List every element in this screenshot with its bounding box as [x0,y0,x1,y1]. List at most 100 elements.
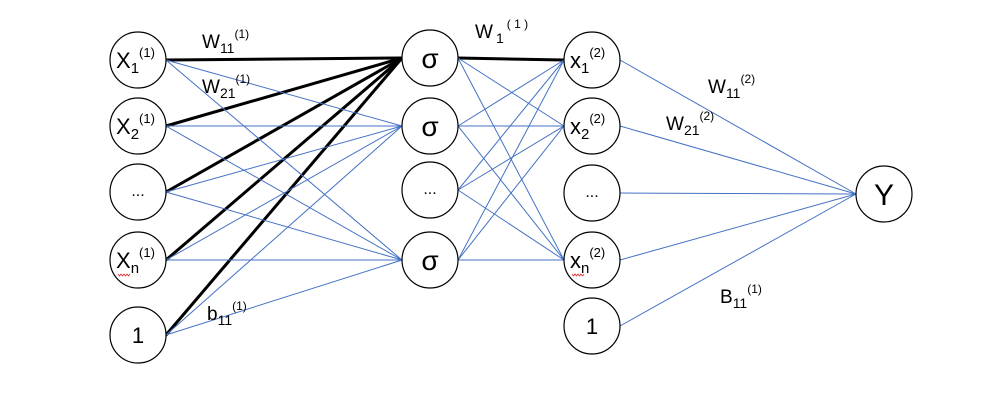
weight-label-superscript: (1) [747,282,762,296]
node-label-base: x [570,248,581,273]
weight-label-subscript: 21 [684,122,700,138]
node-circle [563,297,621,355]
node-label-subscript: n [581,260,589,277]
node-label-superscript: (2) [589,111,605,126]
weight-label-subscript: 11 [733,295,748,311]
node-circle [109,306,167,364]
edge-s4-to-y [619,193,857,261]
node-label-base: σ [421,245,438,276]
weight-label-base: W [708,77,726,98]
node-label: ... [585,184,598,201]
node-label-superscript: (2) [589,245,605,260]
node-circle [563,97,621,155]
node-second-4: xn(2) [563,231,621,289]
edge-h1-to-s1 [456,56,566,62]
nodes-layer: X1(1)X2(1)...Xn(1)1σσ...σx1(2)x2(2)...xn… [109,29,913,364]
node-label-subscript: 1 [581,60,589,77]
node-label: ... [131,183,144,200]
node-second-5: 1 [563,297,621,355]
node-label: Y [874,179,894,212]
weight-label-w11_1: W11(1) [202,27,249,56]
weight-label-w21_1: W21(1) [202,72,250,101]
edge-in1-to-h4 [165,59,403,261]
node-input-1: X1(1) [109,31,167,89]
weight-label-subscript: 21 [220,85,236,101]
node-label-base: σ [421,111,438,142]
weight-label-superscript: (1) [234,27,249,41]
edge-s1-to-y [619,59,857,195]
node-label-base: ... [131,183,144,200]
weight-label-subscript: 11 [218,312,233,328]
node-circle [563,164,621,222]
node-label-subscript: 2 [581,126,589,143]
spellcheck-underline [117,273,131,277]
node-label: σ [421,111,438,142]
node-label-base: ... [585,184,598,201]
edge-in3-to-h4 [165,191,403,261]
edges-layer [164,56,857,337]
weight-label-subscript: 1 [496,30,504,46]
weight-label-superscript: ( 1 ) [507,17,528,31]
edge-in2-to-h1 [164,56,404,128]
node-label-base: Y [874,179,894,212]
weight-label-base: W [202,32,220,53]
node-hidden-1: σ [401,29,459,87]
node-circle [401,161,459,219]
node-label-superscript: (1) [139,111,155,126]
node-label-base: x [570,48,581,73]
node-hidden-2: σ [401,97,459,155]
node-label: 1 [586,314,598,339]
node-label-base: 1 [586,314,598,339]
weight-label-superscript: (2) [700,109,715,123]
edge-in5-to-h2 [165,125,403,336]
node-label: x1(2) [570,45,605,77]
edge-h4-to-s1 [457,59,565,261]
node-input-3: ... [109,163,167,221]
node-circle [109,163,167,221]
edge-s3-to-y [619,192,857,195]
node-circle [401,231,459,289]
weight-label-base: B [720,287,733,308]
weight-label-superscript: (1) [236,72,251,86]
node-label-base: X [116,48,131,73]
node-hidden-3: ... [401,161,459,219]
node-input-5: 1 [109,306,167,364]
edge-in5-to-h1 [164,56,404,337]
edge-h4-to-s2 [457,125,565,261]
node-label: X2(1) [116,111,155,143]
edge-s2-to-y [619,125,857,195]
edge-s5-to-y [619,193,857,327]
weight-label-subscript: 11 [220,40,235,56]
weight-label-superscript: (2) [740,72,755,86]
weight-label-subscript: 11 [726,85,741,101]
node-label-subscript: 2 [131,126,139,143]
weight-label-w21_2: W21(2) [666,109,714,138]
node-label-base: X [116,248,131,273]
spellcheck-underline [571,273,585,277]
node-second-1: x1(2) [563,31,621,89]
weight-label-w11_2: W11(2) [708,72,755,101]
edge-h3-to-s4 [457,189,565,261]
edge-in1-to-h2 [165,59,403,127]
node-second-3: ... [563,164,621,222]
edge-h2-to-s1 [457,59,565,127]
node-label: x2(2) [570,111,605,143]
node-label-superscript: (1) [139,245,155,260]
node-label: X1(1) [116,45,155,77]
node-output-1: Y [855,165,913,223]
node-label: σ [421,43,438,74]
weight-label-b11_1: b11(1) [207,299,247,328]
node-label-superscript: (2) [589,45,605,60]
weight-label-superscript: (1) [232,299,247,313]
edge-in4-to-h2 [165,125,403,261]
node-label: xn(2) [570,245,605,277]
node-circle [401,97,459,155]
node-circle [109,31,167,89]
edge-h1-to-s2 [457,57,565,127]
node-label-subscript: n [131,260,139,277]
node-hidden-4: σ [401,231,459,289]
node-label-base: 1 [132,323,144,348]
edge-h3-to-s1 [457,59,565,191]
